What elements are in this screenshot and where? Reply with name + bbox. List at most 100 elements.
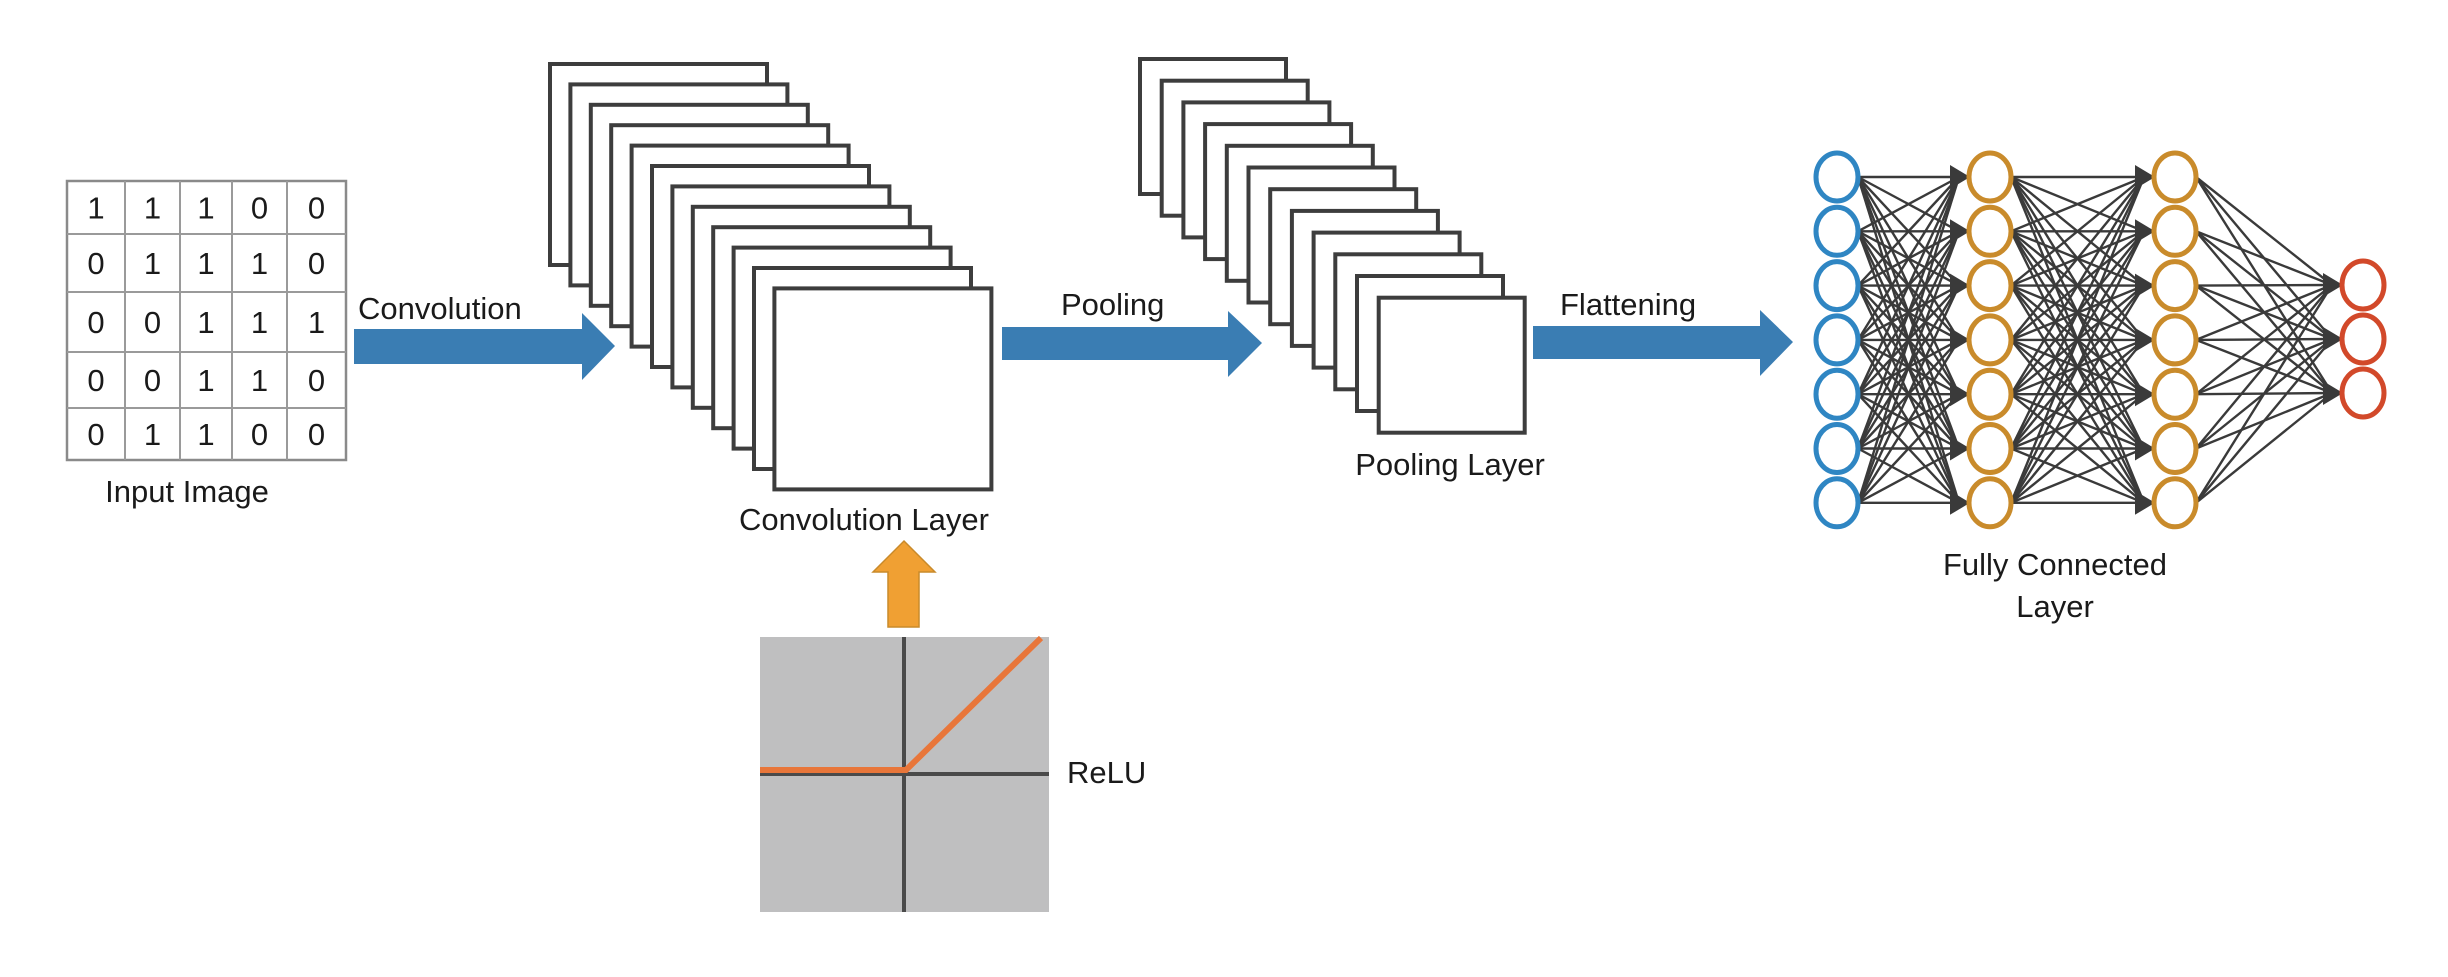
- pooling-arrow: [1002, 311, 1262, 377]
- convolution-layer-label: Convolution Layer: [739, 502, 989, 537]
- fully-connected-label-line2: Layer: [2016, 589, 2094, 624]
- input-neuron: [1813, 476, 1861, 530]
- hidden-neuron: [1966, 367, 2014, 421]
- fc-arrowhead: [1950, 165, 1970, 189]
- fc-connection: [1857, 393, 1960, 504]
- fc-connection: [2195, 338, 2333, 504]
- input-cell-value: 1: [197, 246, 214, 281]
- fully-connected-neurons: [1813, 150, 2387, 530]
- hidden-neuron: [2151, 204, 2199, 258]
- fully-connected-label-line1: Fully Connected: [1943, 547, 2167, 582]
- fc-arrowhead: [1950, 327, 1970, 352]
- fc-connection: [1857, 176, 1960, 287]
- convolution-arrow-label: Convolution: [358, 291, 522, 326]
- hidden-neuron: [1966, 476, 2014, 530]
- fc-arrowhead: [1950, 436, 1970, 461]
- fc-arrowhead: [1950, 382, 1970, 407]
- fc-connection: [2010, 339, 2145, 504]
- fc-connection: [2010, 175, 2145, 233]
- input-cell-value: 1: [87, 191, 104, 226]
- input-cell-value: 0: [87, 363, 104, 398]
- fc-connection: [2195, 176, 2333, 286]
- hidden-neuron: [2151, 422, 2199, 475]
- input-neuron: [1813, 367, 1861, 421]
- input-image-label: Input Image: [105, 474, 269, 509]
- output-neuron: [2339, 366, 2387, 420]
- hidden-neuron: [1966, 259, 2014, 313]
- input-cell-value: 0: [144, 305, 161, 340]
- hidden-neuron: [2151, 313, 2199, 367]
- hidden-neuron: [2151, 476, 2199, 530]
- relu-curve: [760, 635, 1044, 773]
- fc-connection: [1856, 176, 1961, 341]
- hidden-neuron: [1966, 150, 2014, 204]
- fc-arrowhead: [2135, 219, 2155, 244]
- input-neuron: [1813, 150, 1861, 204]
- relu-label: ReLU: [1067, 755, 1146, 790]
- input-cell-value: 1: [144, 191, 161, 226]
- input-cell-value: 1: [251, 246, 268, 281]
- fc-connection: [1856, 176, 1961, 449]
- fc-connection: [2009, 230, 2146, 504]
- hidden-neuron: [1966, 313, 2014, 367]
- flattening-arrow: [1533, 310, 1793, 376]
- relu-up-arrow: [871, 539, 937, 628]
- fc-connection: [2010, 176, 2145, 341]
- output-neuron: [2339, 258, 2387, 312]
- input-cell-value: 0: [251, 417, 268, 452]
- fc-connection: [1856, 176, 1961, 504]
- input-cell-value: 1: [197, 417, 214, 452]
- input-cell-value: 1: [197, 191, 214, 226]
- relu-graph: [760, 635, 1049, 912]
- input-cell-value: 0: [308, 246, 325, 281]
- input-neuron: [1813, 204, 1861, 258]
- input-cell-value: 0: [308, 191, 325, 226]
- input-cell-value: 0: [87, 246, 104, 281]
- fully-connected-edges: [1856, 175, 2334, 504]
- fc-connection: [2010, 447, 2145, 504]
- convolution-arrow-shape: [354, 313, 615, 380]
- convolution-layer-stack: [548, 62, 994, 492]
- fc-connection: [1856, 339, 1961, 504]
- hidden-neuron: [1966, 204, 2014, 258]
- fc-connection: [2009, 176, 2146, 504]
- input-cell-value: 0: [87, 417, 104, 452]
- fc-connection: [1857, 447, 1960, 504]
- input-cell-value: 1: [308, 305, 325, 340]
- fc-connection: [2009, 176, 2146, 395]
- pooling-layer-label: Pooling Layer: [1355, 447, 1545, 482]
- fc-arrowhead: [2135, 327, 2155, 352]
- output-neuron: [2339, 312, 2387, 366]
- fc-connection: [2195, 284, 2333, 450]
- hidden-neuron: [2151, 259, 2199, 313]
- fc-connection: [2195, 230, 2333, 287]
- hidden-neuron: [1966, 422, 2014, 475]
- convolution-arrow: [354, 313, 615, 380]
- fc-connection: [1856, 176, 1961, 395]
- input-cell-value: 1: [251, 363, 268, 398]
- input-neuron: [1813, 259, 1861, 313]
- fc-connection: [1856, 230, 1961, 504]
- fc-connection: [2194, 284, 2334, 504]
- fc-connection: [1856, 285, 1961, 504]
- input-cell-value: 1: [144, 246, 161, 281]
- hidden-neuron: [2151, 367, 2199, 421]
- fc-connection: [1857, 175, 1960, 233]
- input-neuron: [1813, 422, 1861, 475]
- input-cell-value: 0: [251, 191, 268, 226]
- fc-arrowhead: [1950, 490, 1970, 515]
- input-grid-border: [65, 179, 348, 462]
- fc-arrowhead: [2135, 490, 2155, 515]
- fc-connection: [2195, 283, 2333, 342]
- fully-connected-arrowheads: [1950, 165, 2343, 515]
- input-neuron: [1813, 313, 1861, 367]
- fc-connection: [2010, 393, 2145, 504]
- input-cell-value: 1: [251, 305, 268, 340]
- fc-arrowhead: [2323, 273, 2343, 297]
- fc-connection: [2010, 176, 2145, 287]
- pooling-layer-stack: [1138, 57, 1527, 435]
- fc-connection: [2009, 176, 2146, 450]
- fc-arrowhead: [2323, 327, 2343, 351]
- input-cell-value: 1: [197, 363, 214, 398]
